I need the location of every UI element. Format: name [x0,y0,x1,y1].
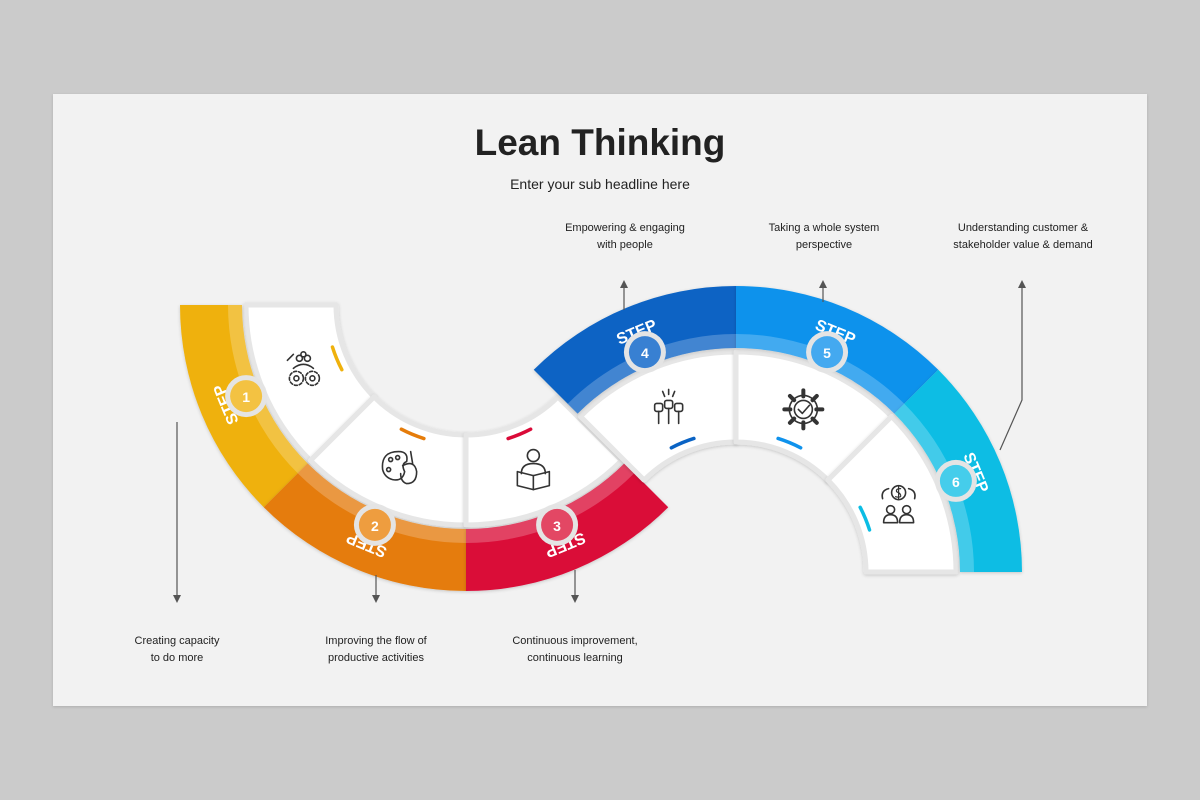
team-gears-icon [286,351,321,387]
step-1-connector [173,422,181,603]
step-5-connector [819,280,827,302]
step-6-accent-arc [858,505,872,532]
step-4-segment: STEP4 [533,286,739,483]
reading-person-icon [516,448,551,491]
step-1-accent-arc [330,345,344,372]
step-1-number: 1 [242,389,250,405]
step-5-badge [811,336,844,369]
step-5-accent-arc [776,436,803,450]
step-3-number: 3 [553,518,561,534]
step-6-description: Understanding customer &stakeholder valu… [953,222,1093,251]
step-6-number: 6 [952,474,960,490]
slide-title: Lean Thinking [474,122,726,163]
step-2-accent-arc [399,427,426,441]
step-2-badge [358,508,391,541]
step-6-badge [939,464,972,497]
step-1-badge [230,380,263,413]
step-5-number: 5 [823,345,831,361]
step-3-accent-arc [506,427,533,441]
gear-check-icon [782,388,825,431]
step-6-connector [999,280,1026,451]
step-2-number: 2 [371,518,379,534]
step-4-connector [620,280,628,310]
step-5-segment: STEP5 [733,286,939,483]
slide-subtitle: Enter your sub headline here [510,176,690,192]
step-4-accent-arc [669,436,696,450]
step-3-description: Continuous improvement,continuous learni… [512,635,638,664]
people-dollar-icon [881,484,916,524]
raised-fists-icon [653,388,684,425]
step-4-badge [628,336,661,369]
step-4-number: 4 [641,345,649,361]
step-2-connector [372,575,380,603]
step-3-connector [571,570,579,603]
palette-icon [381,450,418,485]
step-3-badge [541,508,574,541]
